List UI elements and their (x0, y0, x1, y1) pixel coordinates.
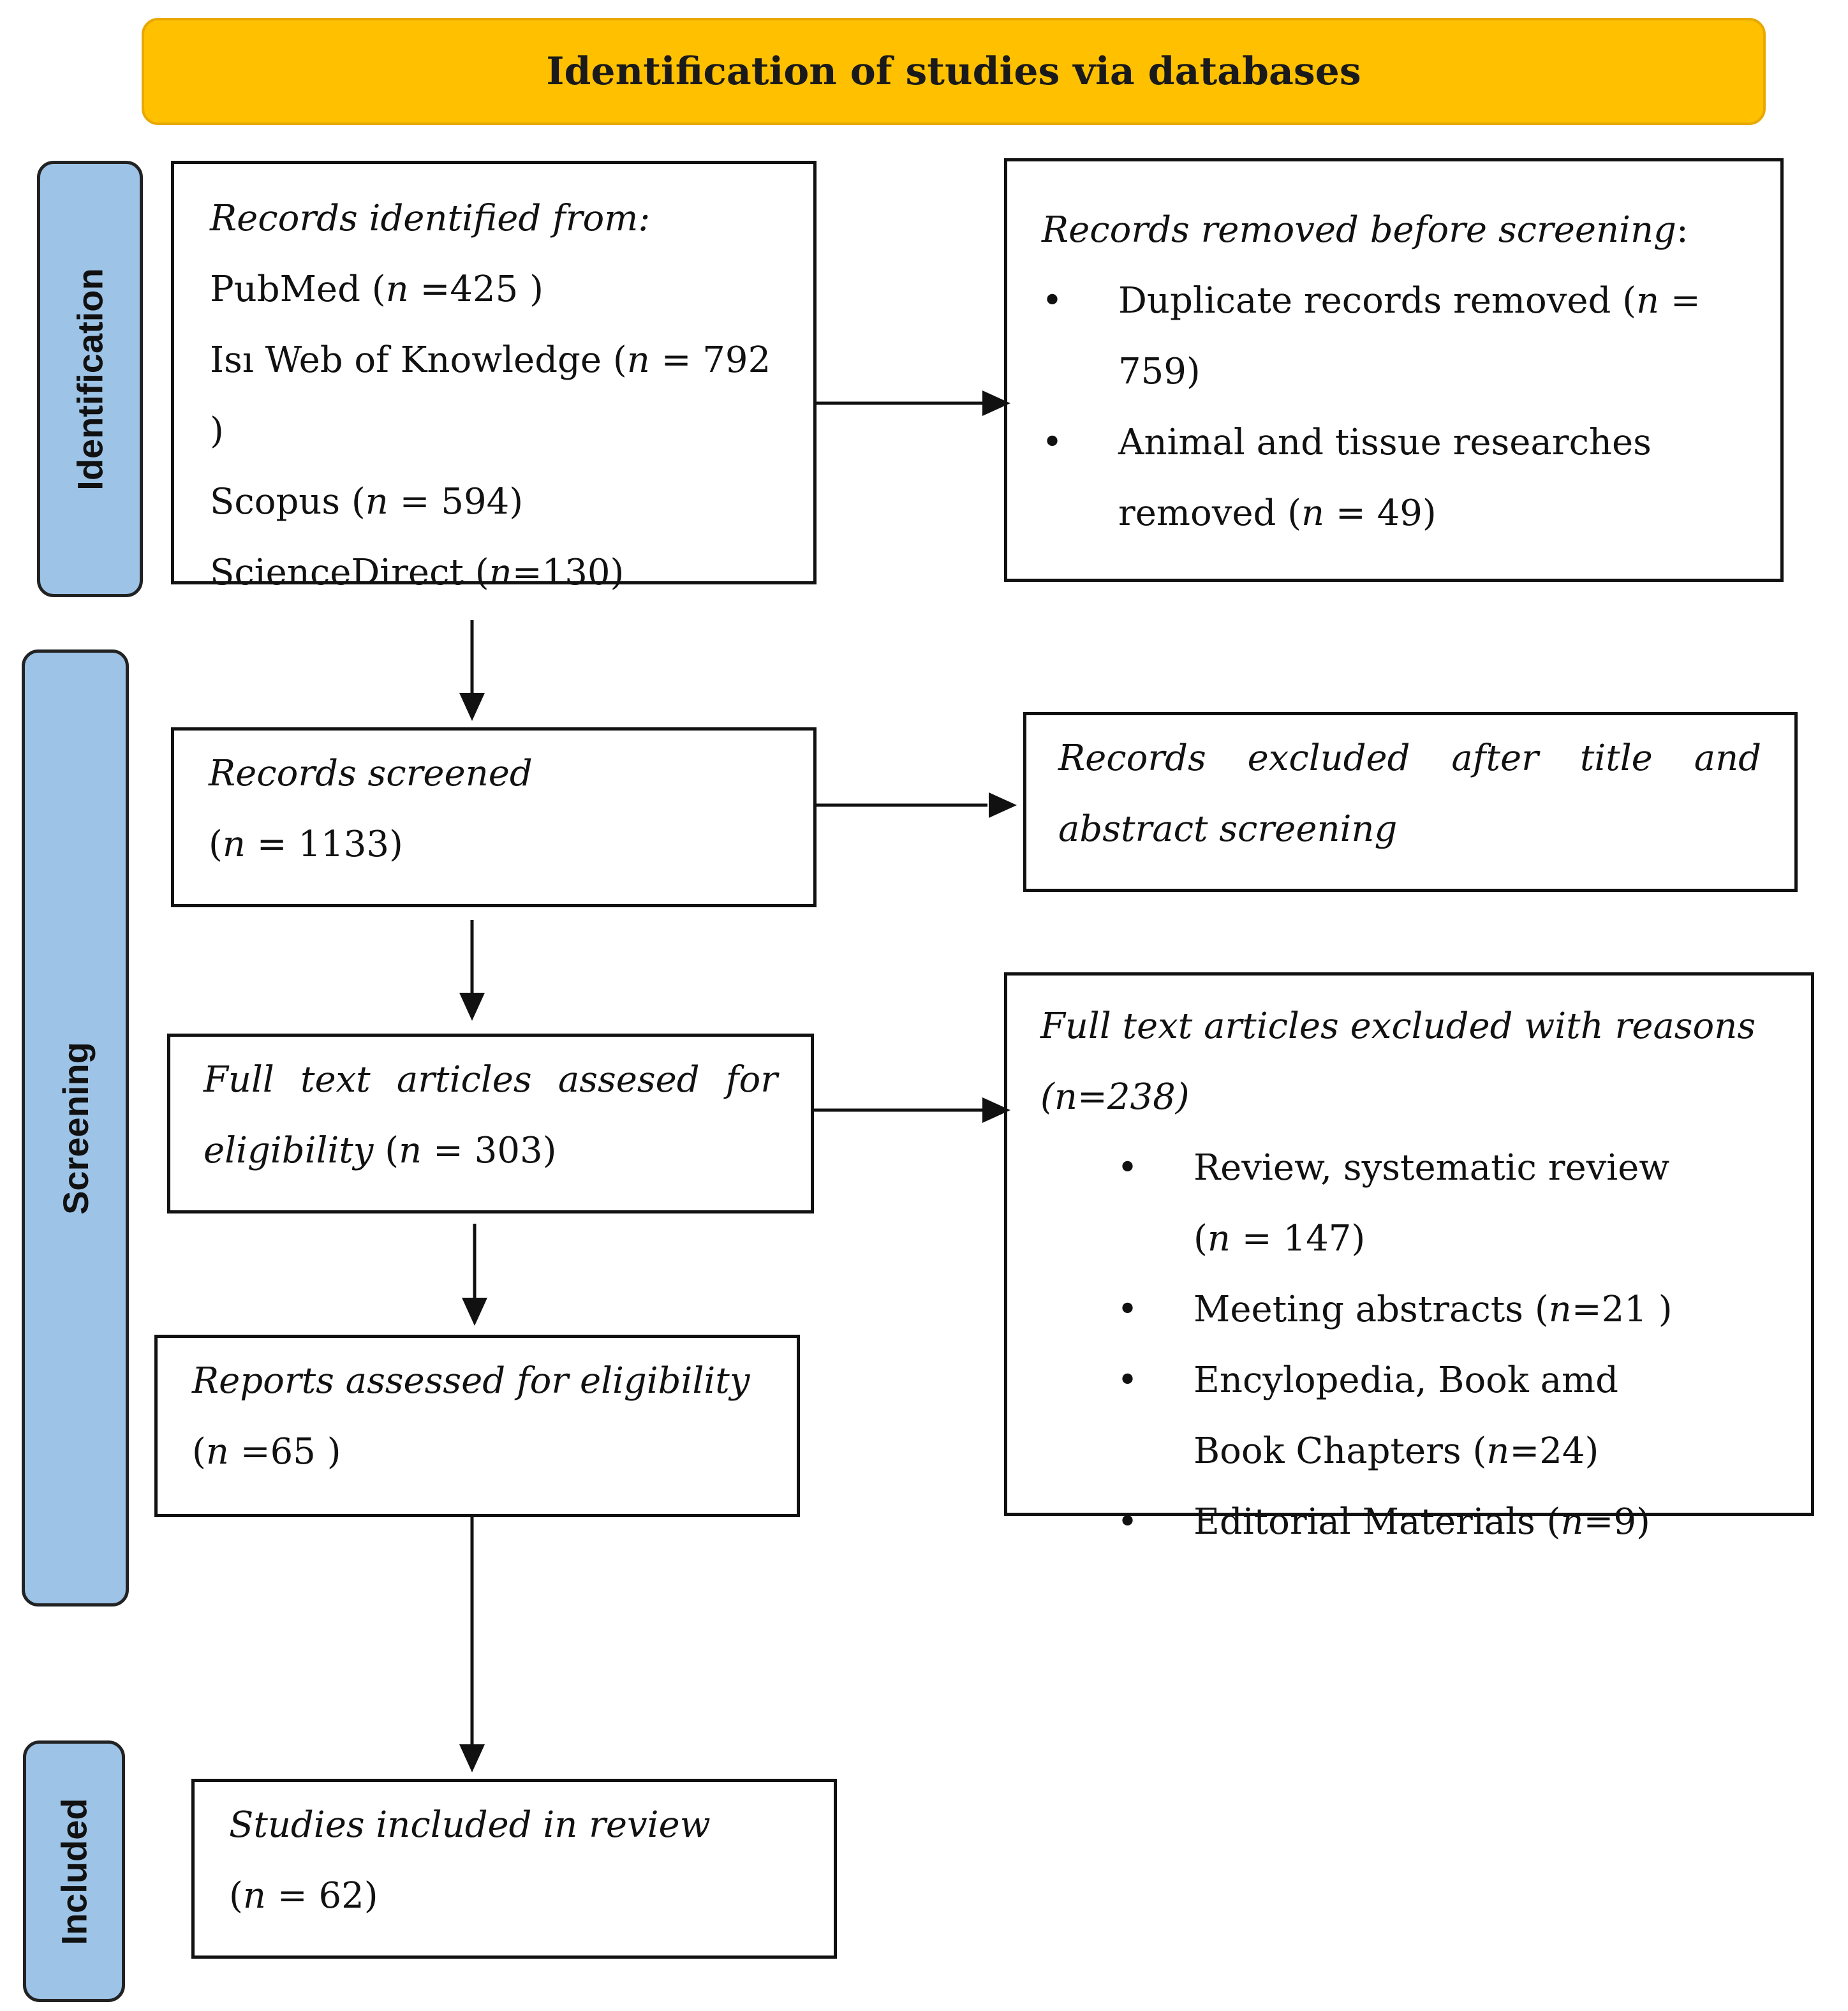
records-identified-heading: Records identified from: (210, 198, 651, 239)
records-excluded-box: Records excluded after title and abstrac… (1023, 712, 1798, 892)
records-excluded-text: Records excluded after title and abstrac… (1058, 738, 1761, 850)
arrowhead-reports-to-included (459, 1744, 485, 1772)
arrowhead-identified-to-removed (982, 390, 1010, 416)
removed-animal-tissue-item: Animal and tissue researches removed (n … (1042, 407, 1742, 549)
excluded-encyclopedia-book-item: Encylopedia, Book amd Book Chapters (n=2… (1117, 1345, 1709, 1487)
removed-duplicates-item: Duplicate records removed (n = 759) (1042, 265, 1742, 407)
stage-identification: Identification (37, 161, 143, 597)
source-isi-web-of-knowledge: Isı Web of Knowledge (n = 792 ) (210, 339, 771, 452)
records-removed-heading: Records removed before screening: (1042, 209, 1689, 251)
arrowhead-full-text-to-reports (462, 1298, 487, 1326)
reports-assessed-box: Reports assessed for eligibility (n =65 … (154, 1335, 800, 1517)
excluded-editorial-materials-item: Editorial Materials (n=9) (1117, 1487, 1709, 1557)
source-scopus: Scopus (n = 594) (210, 481, 524, 523)
records-removed-box: Records removed before screening: Duplic… (1004, 158, 1784, 582)
excluded-meeting-abstracts-item: Meeting abstracts (n=21 ) (1117, 1274, 1709, 1345)
full-text-excluded-heading: Full text articles excluded with reasons… (1040, 1006, 1756, 1118)
source-sciencedirect: ScienceDirect (n=130) (210, 552, 625, 593)
records-screened-heading: Records screened (209, 753, 533, 794)
full-text-excluded-box: Full text articles excluded with reasons… (1004, 972, 1814, 1557)
stage-included: Included (23, 1740, 125, 2002)
records-screened-count: (n = 1133) (209, 824, 403, 865)
full-text-assessed-text: Full text articles assesed for eligibili… (203, 1059, 778, 1171)
excluded-review-item: Review, systematic review (n = 147) (1117, 1132, 1709, 1274)
arrowhead-screened-to-full-text (459, 993, 485, 1021)
full-text-assessed-box: Full text articles assesed for eligibili… (167, 1034, 814, 1213)
records-identified-box: Records identified from: PubMed (n =425 … (171, 161, 817, 593)
studies-included-heading: Studies included in review (229, 1804, 711, 1846)
arrowhead-screened-to-excluded (989, 792, 1017, 818)
banner-title: Identification of studies via databases (546, 49, 1361, 94)
studies-included-box: Studies included in review (n = 62) (191, 1779, 837, 1959)
arrowhead-identified-to-screened (459, 693, 485, 721)
arrowhead-full-text-to-excluded (982, 1097, 1010, 1123)
banner-identification-of-studies: Identification of studies via databases (142, 18, 1766, 125)
stage-screening: Screening (22, 649, 129, 1607)
studies-included-count: (n = 62) (229, 1875, 378, 1917)
records-screened-box: Records screened (n = 1133) (171, 727, 817, 907)
source-pubmed: PubMed (n =425 ) (210, 269, 543, 310)
reports-assessed-heading: Reports assessed for eligibility (192, 1360, 750, 1402)
reports-assessed-count: (n =65 ) (192, 1431, 341, 1473)
